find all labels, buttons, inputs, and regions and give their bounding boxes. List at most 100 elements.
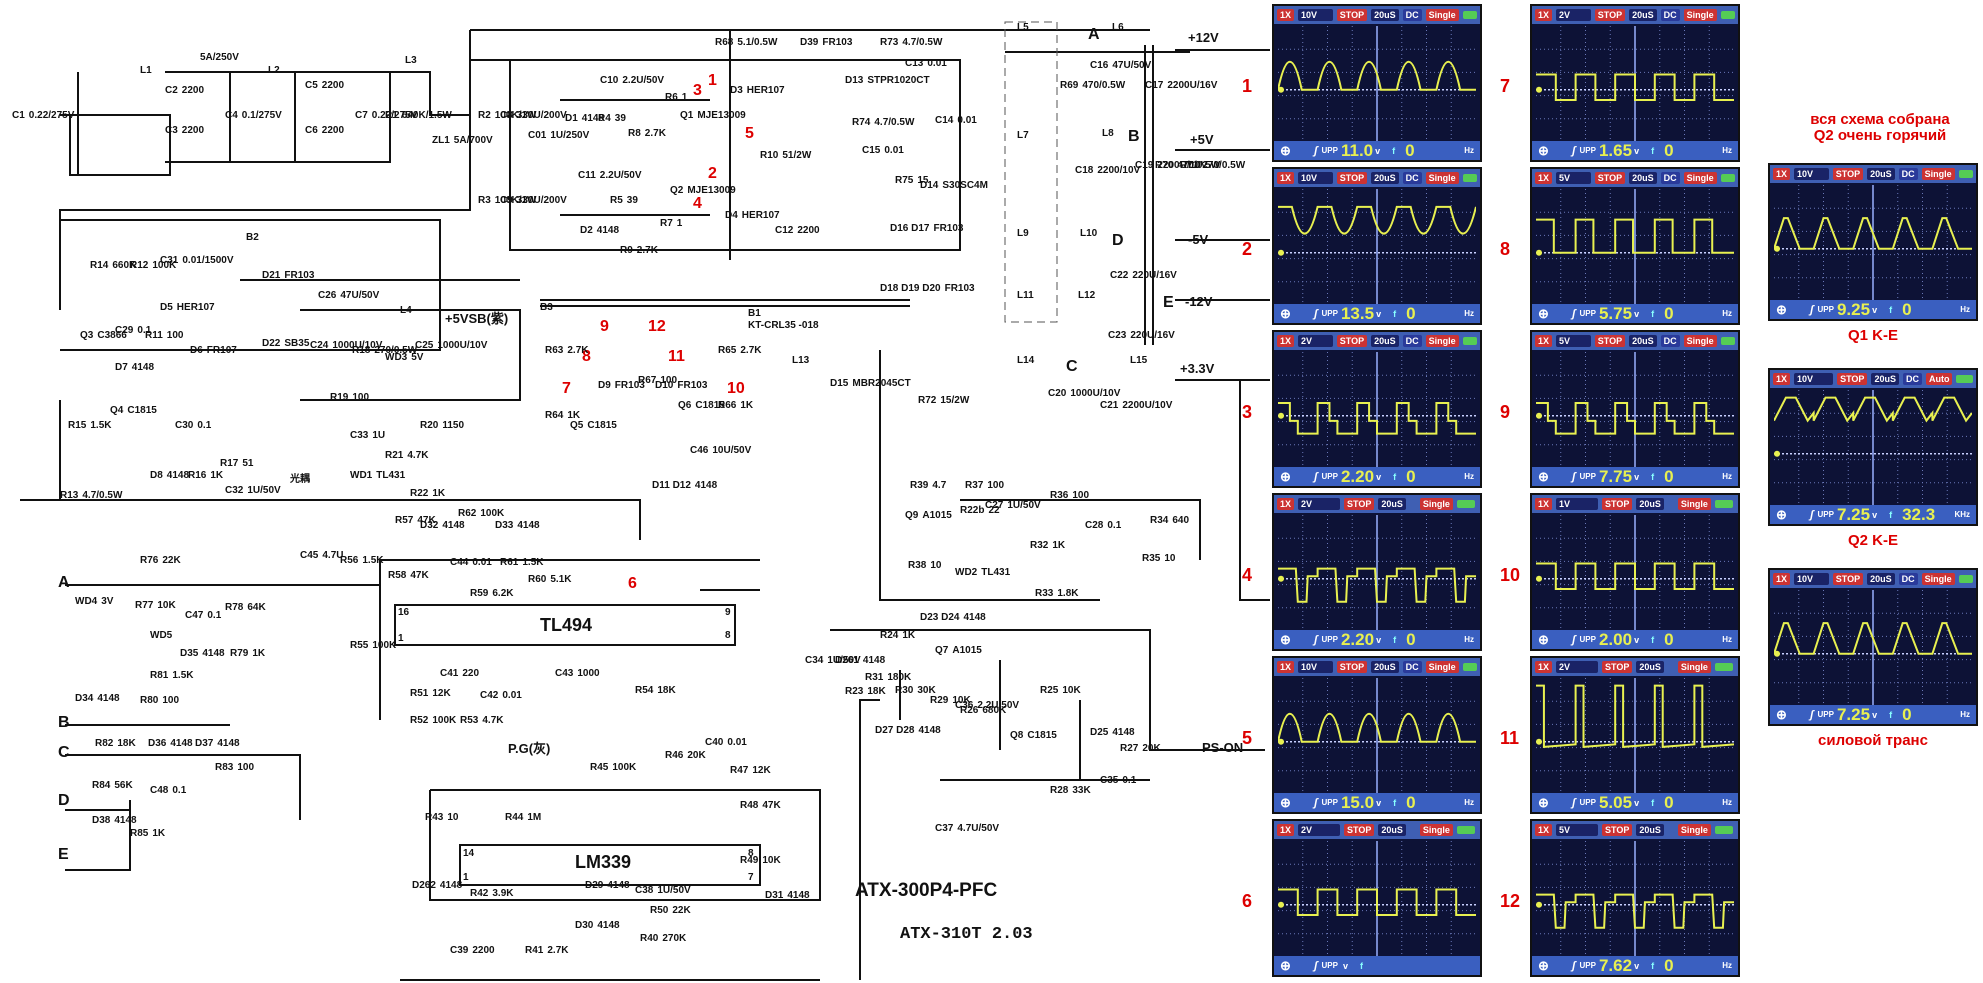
- component-ref: L14: [1017, 355, 1035, 366]
- vpp-value: 11.0: [1340, 140, 1374, 160]
- time-per-div: 20uS: [1636, 824, 1664, 836]
- optocoupler-label: 光耦: [290, 474, 310, 485]
- ground-marker: [1774, 450, 1780, 457]
- component-value: 4148: [166, 470, 190, 481]
- component-ref: R22: [410, 488, 429, 499]
- scope-footer: ⊕ ʃ UPP 1.65 v f 0 Hz: [1532, 141, 1738, 160]
- schematic-wires: [20, 21, 1270, 981]
- component-value: 5A/700V: [453, 135, 493, 146]
- freq-label: f: [1651, 797, 1655, 808]
- scope-number-3: 3: [1242, 402, 1253, 422]
- battery-icon: [1714, 826, 1733, 834]
- component-value: 10U/50V: [712, 445, 752, 456]
- component-value: 4148: [442, 520, 465, 531]
- component-ref: D35: [180, 648, 199, 659]
- component-value: 39: [614, 113, 626, 124]
- time-per-div: 20uS: [1378, 824, 1406, 836]
- component-value: 4148: [596, 225, 620, 236]
- trigger-edge-icon: ʃ: [1572, 307, 1576, 320]
- probe-badge: 1X: [1277, 172, 1295, 184]
- component-ref: L3: [405, 55, 417, 66]
- component-value: 4148: [217, 738, 240, 749]
- component-ref: L15: [1130, 355, 1148, 366]
- component-ref: R10: [760, 150, 779, 161]
- component-ref: R37: [965, 480, 984, 491]
- component-value: 220U/16V: [1130, 330, 1175, 341]
- component-value: C3866: [97, 330, 127, 341]
- component-ref: R6: [665, 92, 678, 103]
- component-wd5: WD5: [150, 630, 176, 641]
- component-value: 4148: [114, 815, 137, 826]
- component-ref: C25: [415, 340, 434, 351]
- transformer-b1: B1: [748, 308, 761, 319]
- component-ref: R42: [470, 888, 489, 899]
- battery-icon: [1462, 174, 1477, 182]
- component-value: 15: [917, 175, 929, 186]
- freq-label: f: [1651, 634, 1655, 645]
- volts-per-div: 2V: [1298, 335, 1333, 347]
- freq-value: 0: [1406, 792, 1416, 812]
- scope-footer: ⊕ ʃ UPP 11.0 v f 0 Hz: [1274, 141, 1480, 160]
- scope-footer: ⊕ ʃ UPP 2.20 v f 0 Hz: [1274, 630, 1480, 649]
- component-ref: R81: [150, 670, 169, 681]
- run-state: STOP: [1594, 9, 1626, 21]
- test-point-12: 12: [648, 318, 666, 335]
- component-value: 47K: [762, 800, 781, 811]
- component-value: FR103: [944, 283, 975, 294]
- component-ref: C23: [1108, 330, 1127, 341]
- vpp-label: UPP: [1817, 710, 1834, 719]
- component-value: 1.5K: [172, 670, 194, 681]
- volts-per-div: 1V: [1556, 498, 1599, 510]
- rail-p5vsb: +5VSB(紫): [445, 311, 509, 326]
- component-ref: R1: [385, 110, 398, 121]
- scope-number-7: 7: [1500, 76, 1511, 96]
- time-per-div: 20uS: [1629, 335, 1657, 347]
- component-ref: C41: [440, 668, 459, 679]
- component-ref: Q1: [680, 110, 694, 121]
- scope-number-10: 10: [1500, 565, 1521, 585]
- component-ref: R35: [1142, 553, 1161, 564]
- component-value: FR103: [933, 223, 964, 234]
- vpp-value: 7.75: [1598, 466, 1633, 486]
- component-ref: C16: [1090, 60, 1109, 71]
- run-state: STOP: [1336, 172, 1368, 184]
- component-value: 0.1: [1122, 775, 1137, 786]
- component-ref: D25: [1090, 727, 1109, 738]
- vpp-value: 2.00: [1598, 629, 1633, 649]
- component-ref: R5: [610, 195, 623, 206]
- schematic: +12V +5V -5V -12V +3.3V +5VSB(紫) PS-ON P…: [12, 21, 1270, 981]
- component-value: C1815: [695, 400, 725, 411]
- battery-icon: [1714, 663, 1733, 671]
- component-ref: D31: [765, 890, 784, 901]
- component-value: 1.5K: [362, 555, 384, 566]
- volts-per-div: 5V: [1556, 172, 1591, 184]
- component-ref: R11: [145, 330, 163, 341]
- component-value: 47K: [417, 515, 436, 526]
- component-ref: Q7: [935, 645, 949, 656]
- component-ref: D3: [730, 85, 743, 96]
- component-ref: C24: [310, 340, 329, 351]
- component-ref: R18: [352, 345, 371, 356]
